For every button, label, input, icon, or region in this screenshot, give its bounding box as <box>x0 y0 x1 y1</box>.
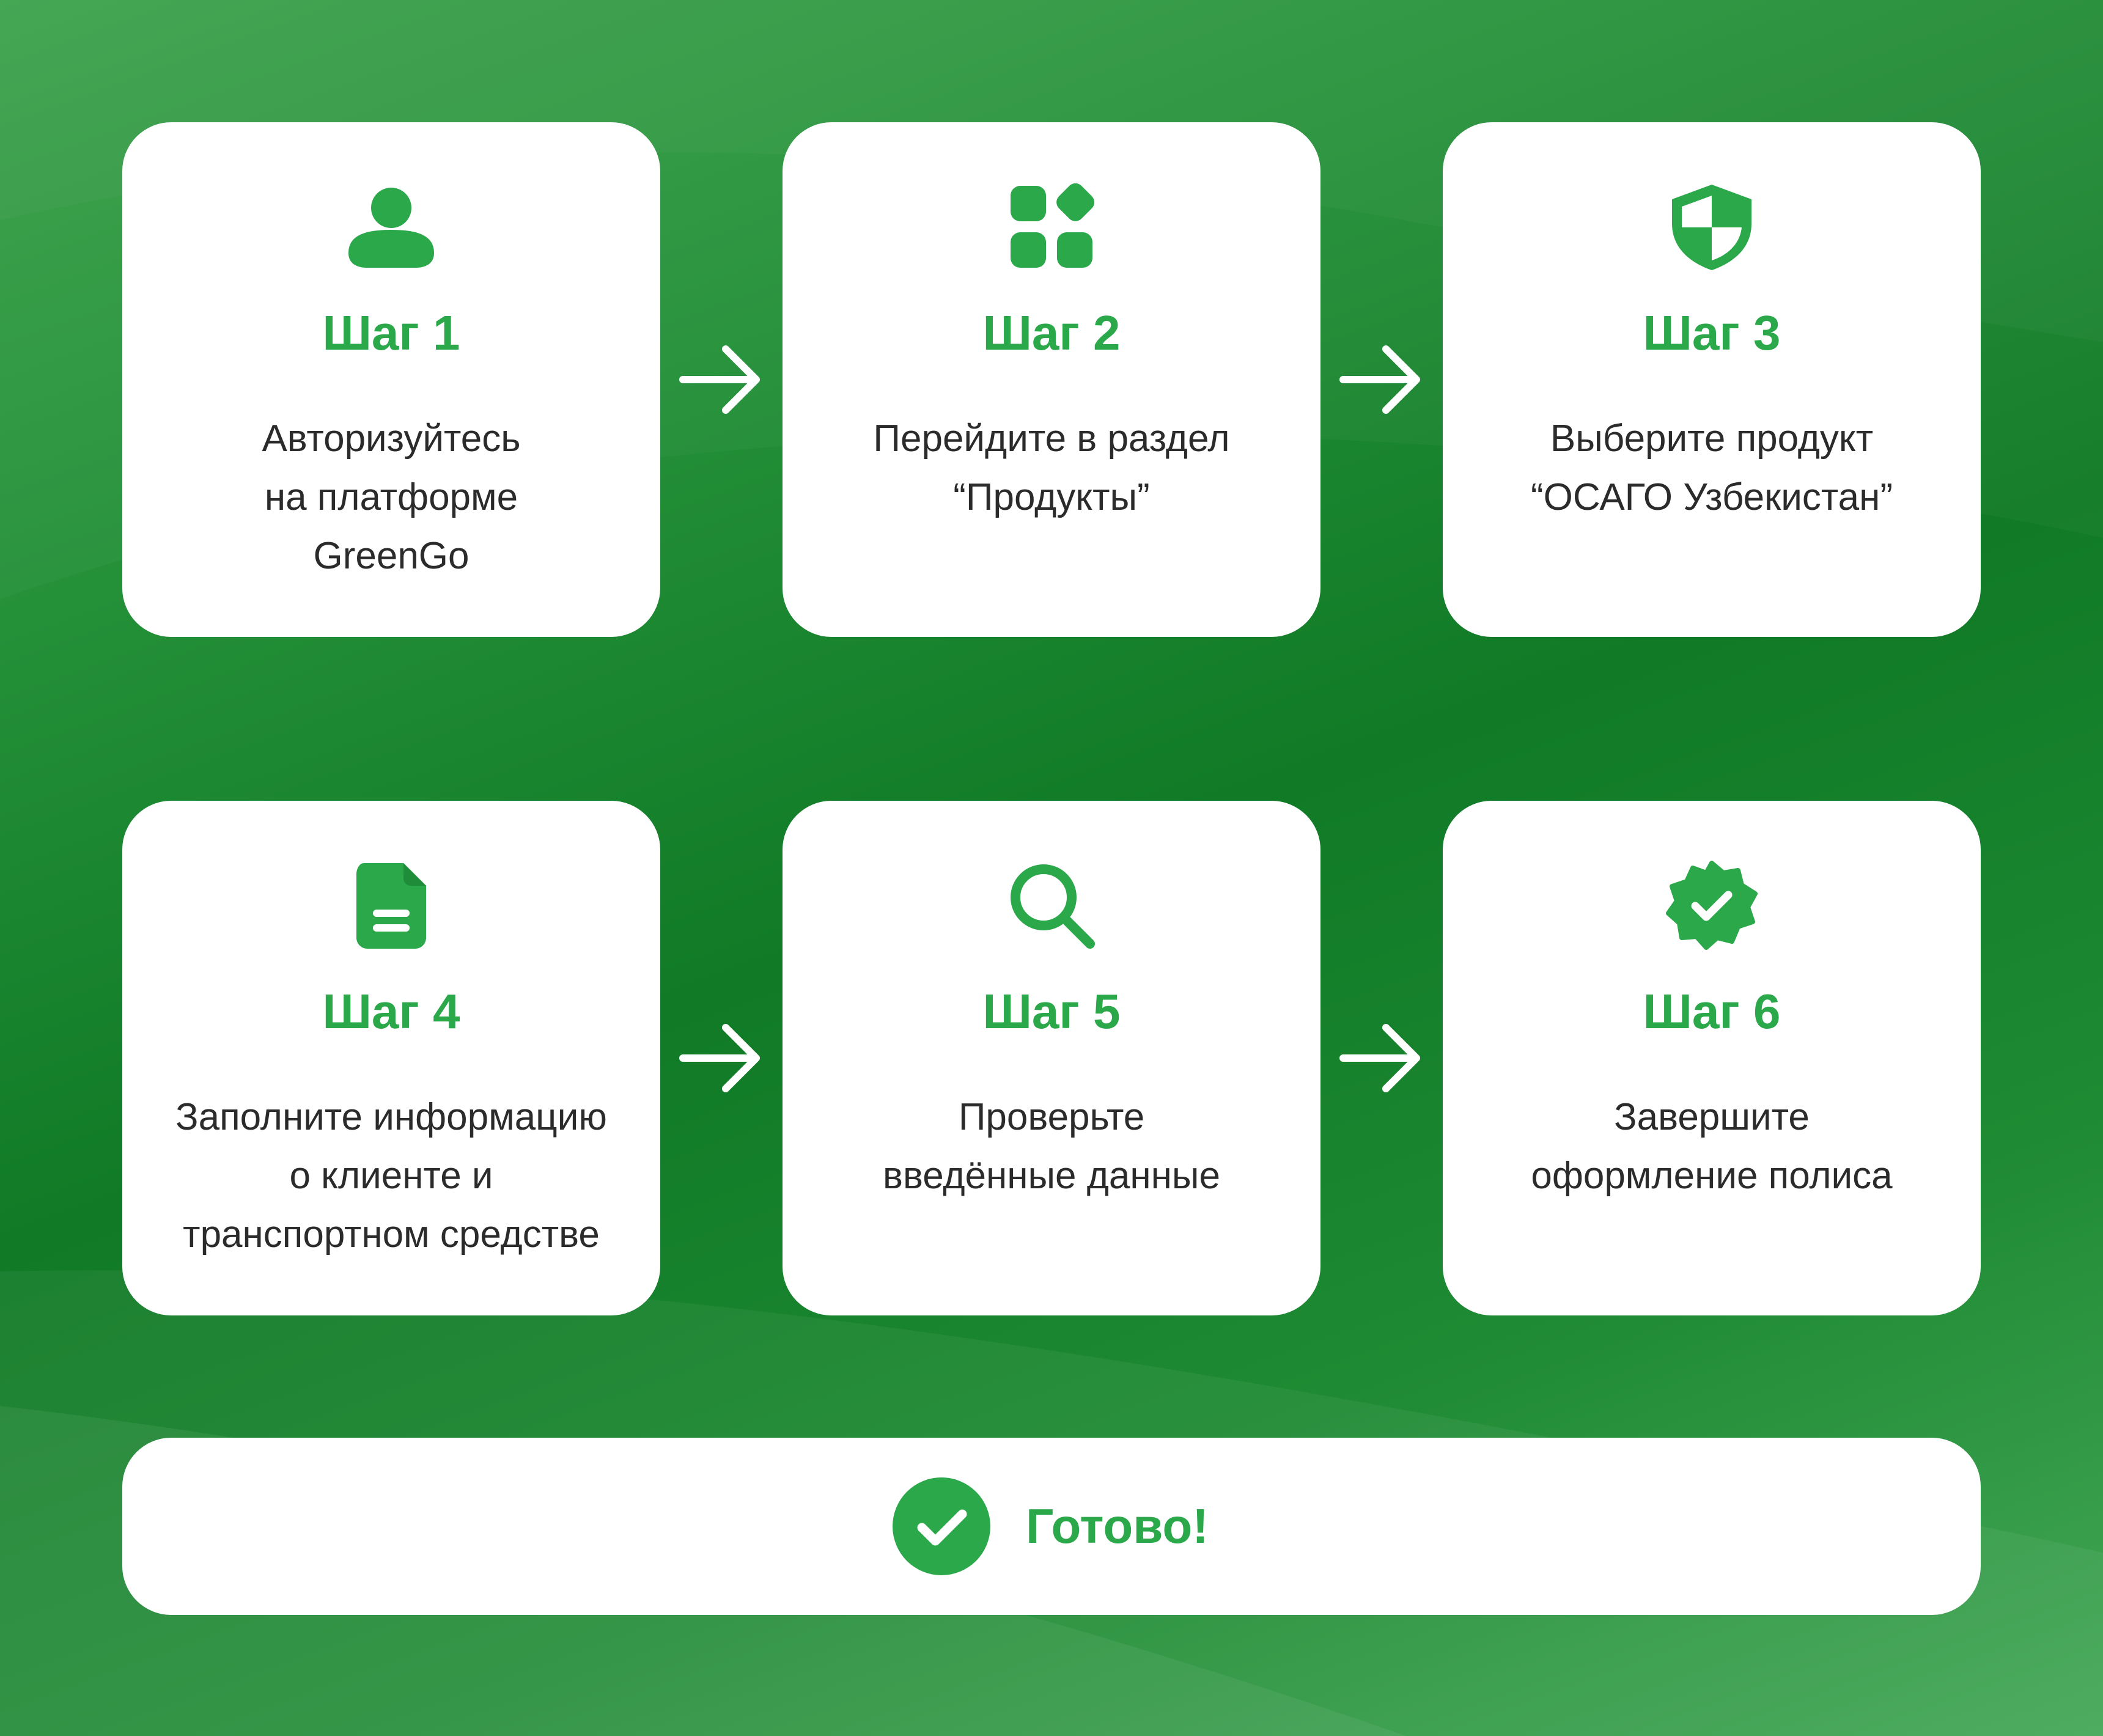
arrow-right-icon <box>1336 334 1427 425</box>
step-title: Шаг 1 <box>322 306 460 360</box>
search-icon <box>1006 859 1097 951</box>
step-card-6: Шаг 6 Завершите оформление полиса <box>1443 801 1981 1315</box>
arrow-right-icon <box>1336 1012 1427 1104</box>
step-description-line: о клиенте и <box>289 1155 493 1197</box>
step-description-line: Выберите продукт <box>1550 417 1874 460</box>
done-label: Готово! <box>1026 1499 1209 1553</box>
step-description: Выберите продукт “ОСАГО Узбекистан” <box>1467 410 1956 527</box>
step-card-3: Шаг 3 Выберите продукт “ОСАГО Узбекистан… <box>1443 122 1981 637</box>
step-description: Перейдите в раздел “Продукты” <box>807 410 1296 527</box>
step-description-line: Проверьте <box>958 1096 1145 1138</box>
step-description: Проверьте введённые данные <box>807 1088 1296 1205</box>
step-card-5: Шаг 5 Проверьте введённые данные <box>783 801 1320 1315</box>
apps-icon <box>1006 181 1097 273</box>
step-description-line: транспортном средстве <box>183 1213 600 1256</box>
shield-icon <box>1666 181 1758 273</box>
step-description-line: оформление полиса <box>1531 1155 1893 1197</box>
arrow-right-icon <box>676 334 767 425</box>
step-description-line: Заполните информацию <box>175 1096 607 1138</box>
step-description-line: “Продукты” <box>953 476 1150 518</box>
step-title: Шаг 4 <box>322 984 460 1039</box>
step-description-line: Авторизуйтесь <box>262 417 521 460</box>
step-card-2: Шаг 2 Перейдите в раздел “Продукты” <box>783 122 1320 637</box>
step-title: Шаг 5 <box>982 984 1121 1039</box>
step-card-1: Шаг 1 Авторизуйтесь на платформе GreenGo <box>122 122 660 637</box>
step-description-line: Перейдите в раздел <box>873 417 1230 460</box>
step-description-line: введённые данные <box>883 1155 1220 1197</box>
user-icon <box>345 181 437 273</box>
step-title: Шаг 6 <box>1643 984 1781 1039</box>
step-title: Шаг 3 <box>1643 306 1781 360</box>
step-description: Авторизуйтесь на платформе GreenGo <box>147 410 636 586</box>
step-description-line: “ОСАГО Узбекистан” <box>1531 476 1893 518</box>
check-circle-icon <box>893 1477 990 1575</box>
step-description-line: на платформе <box>264 476 518 518</box>
arrow-right-icon <box>676 1012 767 1104</box>
done-banner: Готово! <box>122 1438 1981 1615</box>
verified-badge-icon <box>1666 859 1758 951</box>
step-description: Завершите оформление полиса <box>1467 1088 1956 1205</box>
step-description: Заполните информацию о клиенте и транспо… <box>147 1088 636 1264</box>
document-icon <box>345 859 437 951</box>
step-card-4: Шаг 4 Заполните информацию о клиенте и т… <box>122 801 660 1315</box>
step-description-line: Завершите <box>1614 1096 1810 1138</box>
step-description-line: GreenGo <box>313 535 470 577</box>
step-title: Шаг 2 <box>982 306 1121 360</box>
